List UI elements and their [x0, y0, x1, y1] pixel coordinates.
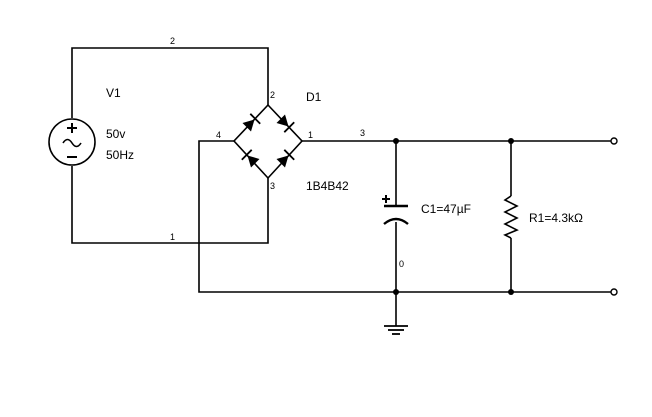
wires	[71, 47, 614, 326]
resistor-symbol	[503, 195, 519, 239]
source-frequency: 50Hz	[106, 148, 134, 162]
wire-bridge-left	[198, 140, 614, 293]
node-label-bridge-bottom: 3	[270, 181, 275, 191]
bridge-name: D1	[306, 90, 322, 104]
ac-source	[48, 118, 96, 166]
junction-dots	[393, 138, 514, 295]
source-name: V1	[106, 86, 121, 100]
output-terminal-bottom[interactable]	[610, 288, 618, 296]
resistor-label: R1=4.3kΩ	[529, 211, 583, 225]
node-label-ground: 0	[399, 259, 404, 269]
node-label-top: 2	[170, 36, 175, 46]
node-label-bottom: 1	[170, 232, 175, 242]
wire-bottom-left	[71, 166, 269, 244]
output-terminal-top[interactable]	[610, 137, 618, 145]
capacitor-label: C1=47µF	[421, 202, 471, 216]
node-label-bridge-top: 2	[270, 90, 275, 100]
source-amplitude: 50v	[106, 127, 125, 141]
capacitor-symbol	[382, 195, 409, 225]
bridge-part: 1B4B42	[306, 179, 349, 193]
ground-symbol	[384, 325, 408, 335]
node-label-output: 3	[360, 128, 365, 138]
bridge-rectifier	[232, 103, 304, 180]
node-label-bridge-left: 4	[216, 130, 221, 140]
wire-top	[71, 47, 269, 118]
node-label-bridge-right: 1	[308, 130, 313, 140]
